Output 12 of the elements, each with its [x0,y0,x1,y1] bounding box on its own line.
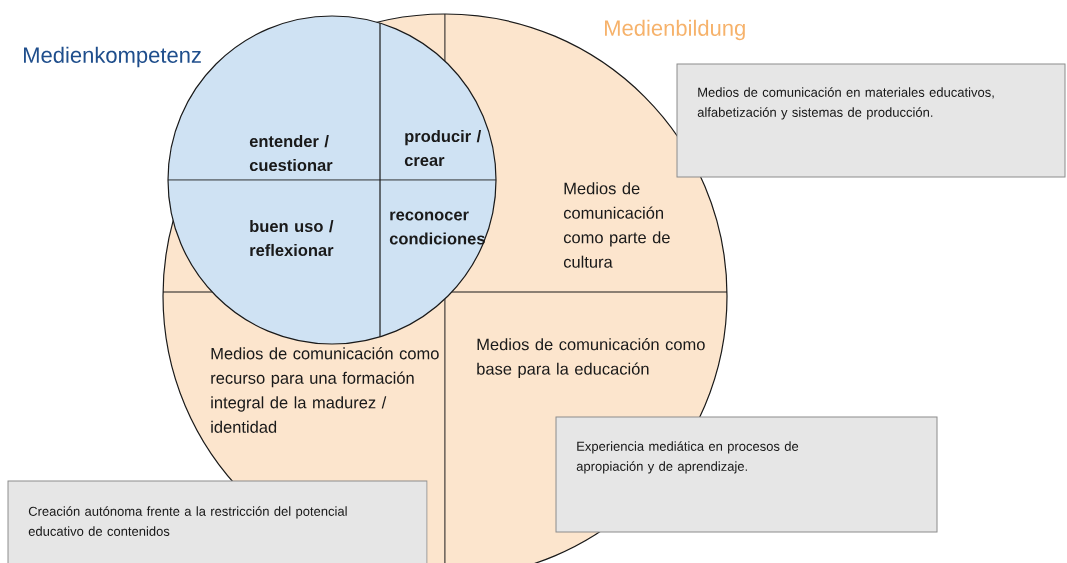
quadrant-label: buen uso / reflexionar [250,219,334,257]
quadrant-label: Medios de comunicación como parte de cultura [563,182,670,268]
heading: Medienkompetenz [24,46,201,68]
note-box: Medios de comunicación en materiales educativos, alfabetización y sistemas de producción. [676,63,1066,178]
quadrant-label: producir / crear [404,129,482,167]
quadrant-label: entender / cuestionar [249,134,333,172]
note-box: Experiencia mediática en procesos de apropiación y de aprendizaje. [555,416,938,533]
quadrant-label: Medios de comunicación como recurso para una formación integral de la madurez / identidad [211,347,439,433]
quadrant-label: reconocer condiciones [389,211,485,245]
note-box: Creación autónoma frente a la restricción del potencial educativo de contenidos [7,480,428,563]
heading: Medienbildung [605,19,745,41]
quadrant-label: Medios de comunicación como base para la educación [477,337,705,379]
